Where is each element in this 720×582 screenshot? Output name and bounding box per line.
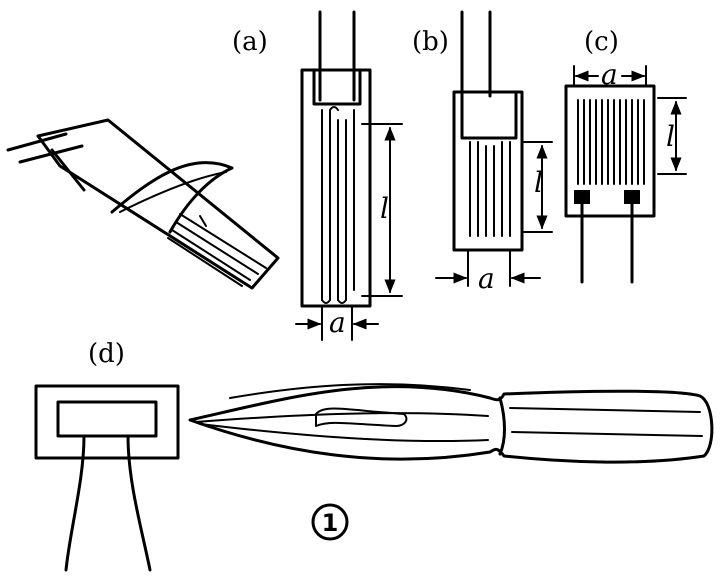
figure-number: 1	[322, 509, 339, 537]
figure-number-badge: 1	[311, 503, 349, 541]
width-label-c: a	[601, 58, 618, 91]
length-label-b: l	[534, 166, 543, 199]
length-label-a: l	[380, 192, 389, 225]
pen-nib-illustration	[188, 383, 714, 464]
label-c: (c)	[584, 27, 619, 57]
width-label-b: a	[478, 262, 495, 295]
label-b: (b)	[412, 27, 449, 57]
gauge-b: (b) l a	[412, 10, 553, 295]
width-label-a: a	[329, 306, 346, 339]
label-d: (d)	[88, 339, 125, 369]
label-a: (a)	[232, 27, 268, 57]
gauge-a: (a) l a	[232, 10, 403, 341]
peeling-gauge-illustration	[6, 118, 280, 290]
length-label-c: l	[666, 120, 675, 153]
gauge-d: (d)	[34, 339, 180, 572]
gauge-c: (c) a l	[564, 27, 687, 284]
